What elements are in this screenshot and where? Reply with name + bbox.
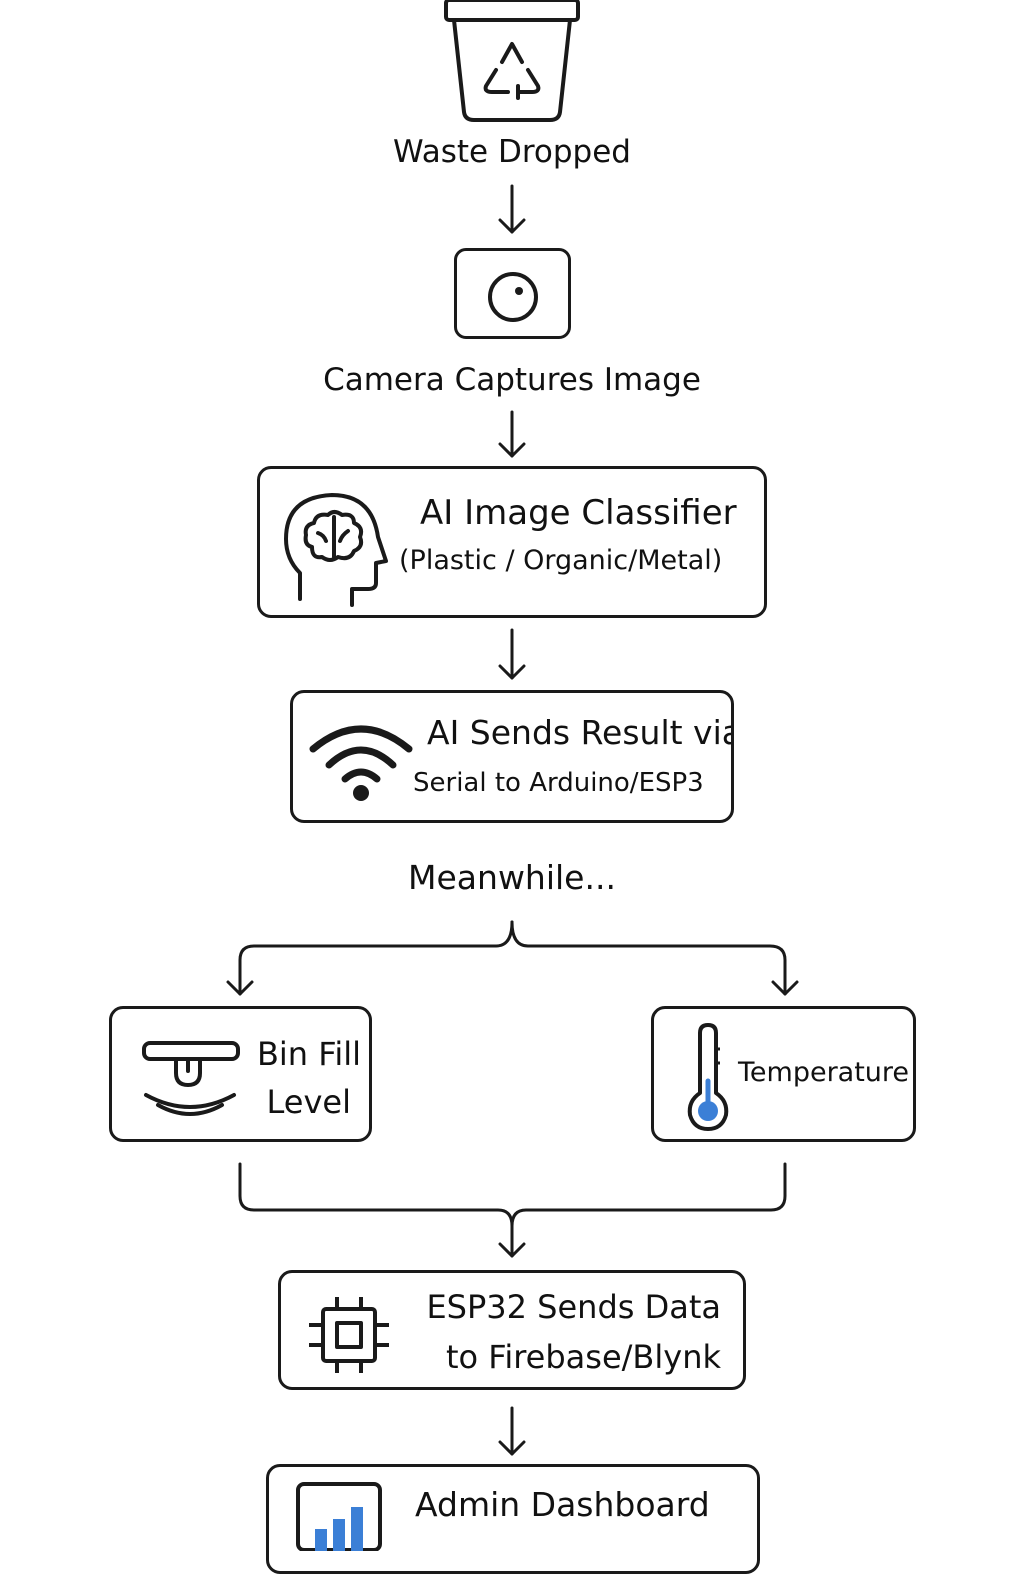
classifier-box: AI Image Classifier (Plastic / Organic/M…: [257, 466, 767, 618]
arrow-down-4: [498, 1406, 526, 1456]
chip-icon: [309, 1297, 389, 1373]
bar-chart-icon: [296, 1482, 382, 1551]
camera-box: [454, 248, 571, 339]
temperature-box: Temperature: [651, 1006, 916, 1142]
classifier-subtitle: (Plastic / Organic/Metal): [399, 545, 723, 576]
sends-result-subtitle: Serial to Arduino/ESP3: [413, 768, 704, 798]
arrow-down-3: [498, 628, 526, 680]
dashboard-box: Admin Dashboard: [266, 1464, 760, 1574]
arrow-down-2: [498, 410, 526, 458]
esp32-line2: to Firebase/Blynk: [445, 1338, 721, 1376]
merge-connector: [238, 1162, 787, 1258]
ultrasonic-sensor-icon: [142, 1041, 240, 1116]
bin-fill-line1: Bin Fill: [256, 1035, 361, 1073]
esp32-box: ESP32 Sends Data to Firebase/Blynk: [278, 1270, 746, 1390]
split-connector: [226, 920, 799, 996]
flow-connectors: [226, 184, 799, 1456]
wifi-icon: [309, 725, 413, 801]
temperature-label: Temperature: [738, 1057, 910, 1088]
bin-fill-line2: Level: [266, 1083, 351, 1121]
waste-dropped-label: Waste Dropped: [393, 134, 631, 170]
sends-result-box: AI Sends Result via Serial to Arduino/ES…: [290, 690, 734, 823]
camera-label: Camera Captures Image: [323, 362, 701, 398]
camera-icon: [488, 272, 538, 322]
recycle-bin-icon: [444, 0, 580, 122]
brain-head-icon: [284, 493, 388, 607]
sends-result-title: AI Sends Result via: [427, 713, 734, 752]
meanwhile-label: Meanwhile...: [408, 858, 616, 897]
dashboard-title: Admin Dashboard: [415, 1485, 710, 1524]
arrow-down-1: [498, 184, 526, 234]
classifier-title: AI Image Classifier: [420, 493, 737, 533]
thermometer-icon: [687, 1023, 729, 1131]
bin-fill-box: Bin Fill Level: [109, 1006, 372, 1142]
esp32-line1: ESP32 Sends Data: [426, 1288, 721, 1326]
